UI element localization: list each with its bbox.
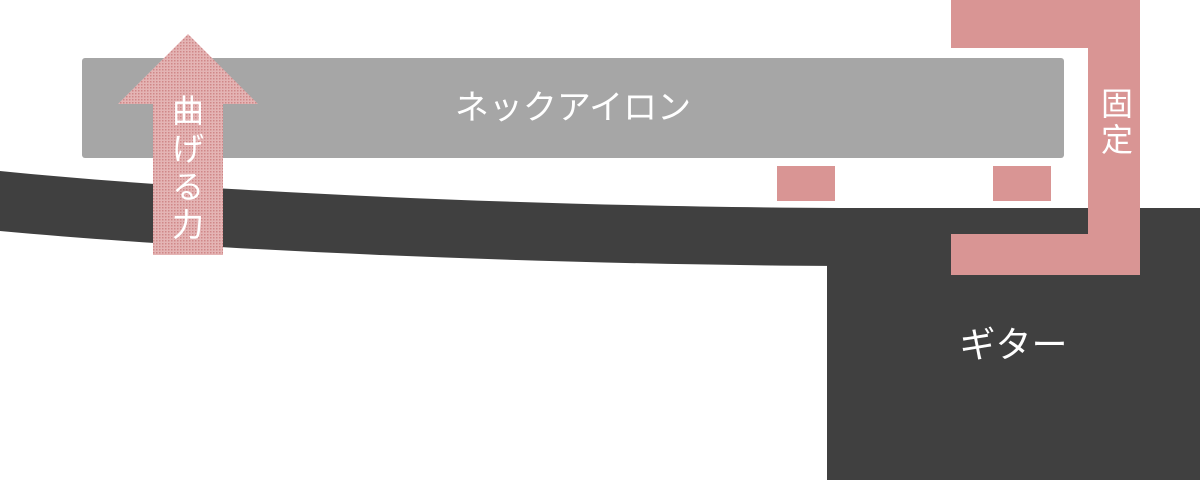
bending-force-label: 曲げる力 [171,92,204,244]
neck-iron-foot-right [993,166,1051,201]
guitar-neck [0,171,840,266]
bending-force-arrow [118,34,258,255]
neck-iron-label: ネックアイロン [454,88,692,128]
clamp-bracket [951,0,1140,275]
neck-iron-bar [82,58,1064,158]
neck-iron-foot-left [777,166,835,201]
fix-label: 固定 [1100,85,1133,159]
guitar-label: ギター [959,325,1068,366]
